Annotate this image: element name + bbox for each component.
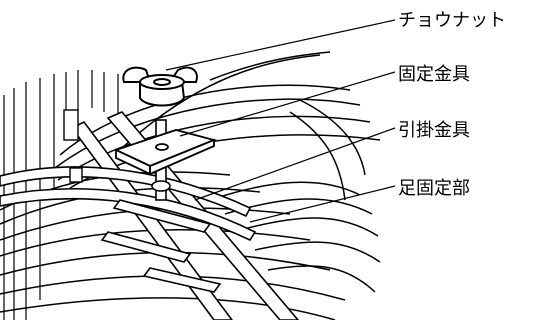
label-fixing-bracket: 固定金具	[398, 64, 470, 85]
leader-leg-fixing-part	[249, 185, 396, 223]
wing-nut	[122, 66, 198, 107]
label-wing-nut: チョウナット	[398, 10, 506, 31]
leg-fixing-part	[0, 166, 257, 293]
pole-brackets	[63, 109, 83, 183]
label-leg-fixing-part: 足固定部	[398, 178, 470, 199]
leader-hook-bracket	[194, 127, 396, 201]
leader-fixing-bracket	[179, 71, 396, 137]
leader-lines	[165, 19, 396, 223]
hook-bracket-part	[113, 129, 217, 176]
leader-wing-nut	[165, 19, 396, 71]
label-hook-bracket: 引掛金具	[398, 120, 470, 141]
